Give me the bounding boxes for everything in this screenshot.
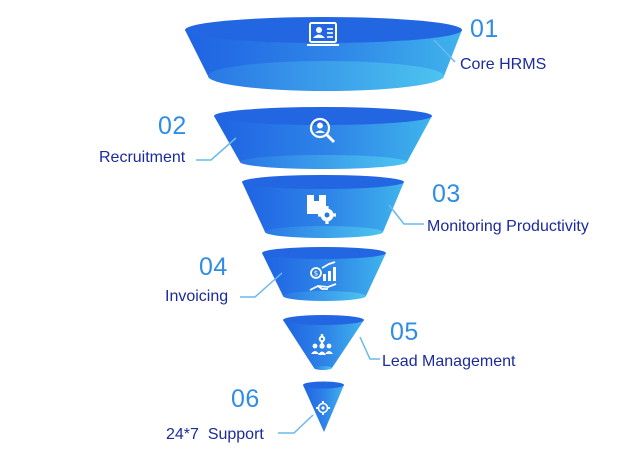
stage-number-3: 03 — [432, 180, 461, 208]
connector-line-4 — [240, 272, 283, 298]
hand-money-growth-icon: $ — [309, 261, 337, 291]
funnel-top-3 — [242, 175, 404, 189]
stage-number-5: 05 — [390, 318, 419, 346]
svg-text:$: $ — [314, 270, 318, 278]
funnel-stage-2 — [196, 107, 432, 169]
funnel-bottom-4 — [283, 291, 366, 301]
funnel-bottom-2 — [240, 155, 407, 169]
funnel-bottom-3 — [265, 226, 383, 238]
funnel-top-5 — [283, 315, 364, 325]
funnel-bottom-1 — [208, 61, 444, 91]
stage-label-6: 24*7 Support — [166, 426, 264, 443]
box-gear-icon — [307, 195, 336, 224]
stage-label-3: Monitoring Productivity — [427, 218, 589, 235]
funnel-bottom-5 — [314, 366, 332, 370]
stage-label-5: Lead Management — [382, 353, 516, 370]
connector-line-2 — [196, 137, 237, 161]
stage-label-4: Invoicing — [165, 288, 229, 305]
funnel-top-1 — [185, 17, 462, 43]
funnel-top-2 — [214, 107, 432, 125]
stage-number-2: 02 — [158, 112, 187, 140]
funnel-stage-6 — [278, 381, 344, 434]
funnel-top-4 — [262, 247, 386, 259]
funnel-top-6 — [303, 381, 344, 389]
funnel-stage-3 — [242, 175, 424, 238]
connector-line-1 — [433, 39, 456, 63]
gear-icon — [316, 401, 330, 415]
team-gear-icon — [311, 334, 333, 355]
connector-line-6 — [278, 414, 314, 434]
stage-number-6: 06 — [231, 385, 260, 413]
funnel-stage-4: $ — [240, 247, 386, 301]
stage-number-1: 01 — [470, 15, 499, 43]
monitor-user-icon — [307, 22, 339, 46]
funnel-stage-1 — [185, 17, 462, 91]
connector-line-3 — [388, 204, 424, 225]
stage-number-4: 04 — [199, 253, 228, 281]
stage-label-2: Recruitment — [99, 149, 186, 166]
funnel-stage-5 — [283, 315, 380, 370]
person-search-icon — [309, 117, 336, 144]
stage-label-1: Core HRMS — [460, 56, 547, 73]
funnel-segment-2 — [214, 116, 432, 162]
connector-line-5 — [359, 336, 380, 360]
